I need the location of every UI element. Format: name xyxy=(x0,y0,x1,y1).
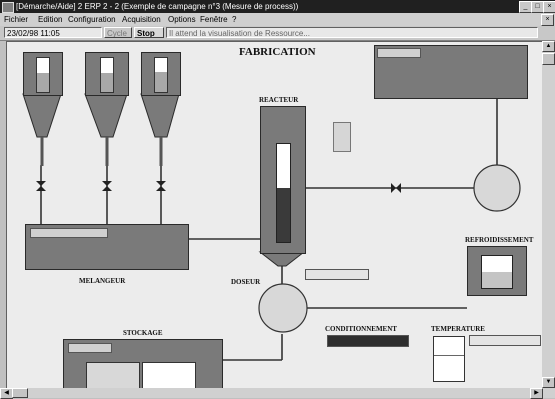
cooling-gauge xyxy=(481,255,513,289)
temperature-gauge xyxy=(433,336,465,382)
reactor-vessel[interactable] xyxy=(260,106,306,254)
valve-silo-3 xyxy=(156,181,166,186)
reactor-cone xyxy=(258,251,306,267)
temperature-label: TEMPERATURE xyxy=(431,325,485,333)
silo-3-fill xyxy=(155,71,167,92)
horizontal-scroll-thumb[interactable] xyxy=(12,388,28,398)
storage-label: STOCKAGE xyxy=(123,329,163,337)
status-field: Il attend la visualisation de Ressource.… xyxy=(166,27,538,38)
valves xyxy=(36,181,401,193)
app-icon[interactable] xyxy=(2,2,14,13)
silo-1[interactable] xyxy=(23,52,63,96)
title-bar: [Démarche/Aide] 2 ERP 2 - 2 (Exemple de … xyxy=(0,0,555,13)
silo-2-gauge xyxy=(100,57,114,93)
storage-compartment-1 xyxy=(86,362,140,389)
page-title: FABRICATION xyxy=(239,46,316,58)
cooler-tank xyxy=(473,164,521,212)
menu-edit[interactable]: Edition xyxy=(38,15,63,24)
reactor-fill xyxy=(277,188,290,242)
mixer-vessel[interactable] xyxy=(25,224,189,270)
silo-3[interactable] xyxy=(141,52,181,96)
storage-compartment-2 xyxy=(142,362,196,389)
dosing-tank xyxy=(258,283,308,333)
silo-1-fill xyxy=(37,73,49,92)
stop-button[interactable]: Stop xyxy=(134,27,164,38)
mixer-value-field xyxy=(30,228,108,238)
temperature-value-field xyxy=(469,335,541,346)
silo-3-hopper xyxy=(140,93,180,138)
scroll-up-icon[interactable]: ▲ xyxy=(542,41,555,52)
temperature-divider xyxy=(434,355,464,356)
reactor-label: REACTEUR xyxy=(259,96,299,104)
mdi-close-button[interactable]: × xyxy=(541,14,554,26)
top-right-panel[interactable] xyxy=(374,45,528,99)
datetime-field: 23/02/98 11:05 xyxy=(4,27,102,38)
silo-2-hopper xyxy=(84,93,128,138)
reactor-gauge xyxy=(276,143,291,243)
cooling-unit[interactable] xyxy=(467,246,527,296)
scroll-right-icon[interactable]: ▶ xyxy=(530,388,543,399)
window-title: [Démarche/Aide] 2 ERP 2 - 2 (Exemple de … xyxy=(16,2,299,11)
cooling-label: REFROIDISSEMENT xyxy=(465,236,534,244)
cycle-button[interactable]: Cycle xyxy=(104,27,132,38)
menu-configuration[interactable]: Configuration xyxy=(68,15,116,24)
valve-silo-1 xyxy=(36,181,46,186)
valve-silo-2 xyxy=(102,181,112,186)
toolbar: 23/02/98 11:05 Cycle Stop Il attend la v… xyxy=(0,26,555,41)
packing-label: CONDITIONNEMENT xyxy=(325,325,397,333)
synoptic-canvas: FABRICATION REACTEUR MELANGEUR DOSEUR RE… xyxy=(6,41,544,390)
menu-bar: Fichier Edition Configuration Acquisitio… xyxy=(0,13,555,26)
menu-acquisition[interactable]: Acquisition xyxy=(122,15,161,24)
cooling-fill xyxy=(482,272,512,288)
packing-value-field xyxy=(327,335,409,347)
valve-reactor-out xyxy=(391,183,396,193)
close-button[interactable]: × xyxy=(543,1,555,13)
top-right-panel-field xyxy=(377,48,421,58)
indicator-box xyxy=(333,122,351,152)
storage-vessel[interactable] xyxy=(63,339,223,389)
menu-options[interactable]: Options xyxy=(168,15,196,24)
dosing-label: DOSEUR xyxy=(231,278,261,286)
vertical-scroll-thumb[interactable] xyxy=(542,53,555,65)
menu-help[interactable]: ? xyxy=(232,15,237,24)
mixer-label: MELANGEUR xyxy=(79,277,126,285)
storage-value-field xyxy=(68,343,112,353)
reactor-value-field xyxy=(305,269,369,280)
silo-2[interactable] xyxy=(85,52,129,96)
silo-2-fill xyxy=(101,73,113,92)
silo-1-hopper xyxy=(22,93,62,138)
pipe-network xyxy=(22,93,521,361)
menu-window[interactable]: Fenêtre xyxy=(200,15,228,24)
scroll-down-icon[interactable]: ▼ xyxy=(542,377,555,388)
silo-3-gauge xyxy=(154,57,168,93)
horizontal-scrollbar[interactable]: ◀ ▶ xyxy=(0,388,555,399)
vertical-scrollbar[interactable]: ▲ ▼ xyxy=(542,41,555,388)
menu-file[interactable]: Fichier xyxy=(4,15,29,24)
silo-1-gauge xyxy=(36,57,50,93)
